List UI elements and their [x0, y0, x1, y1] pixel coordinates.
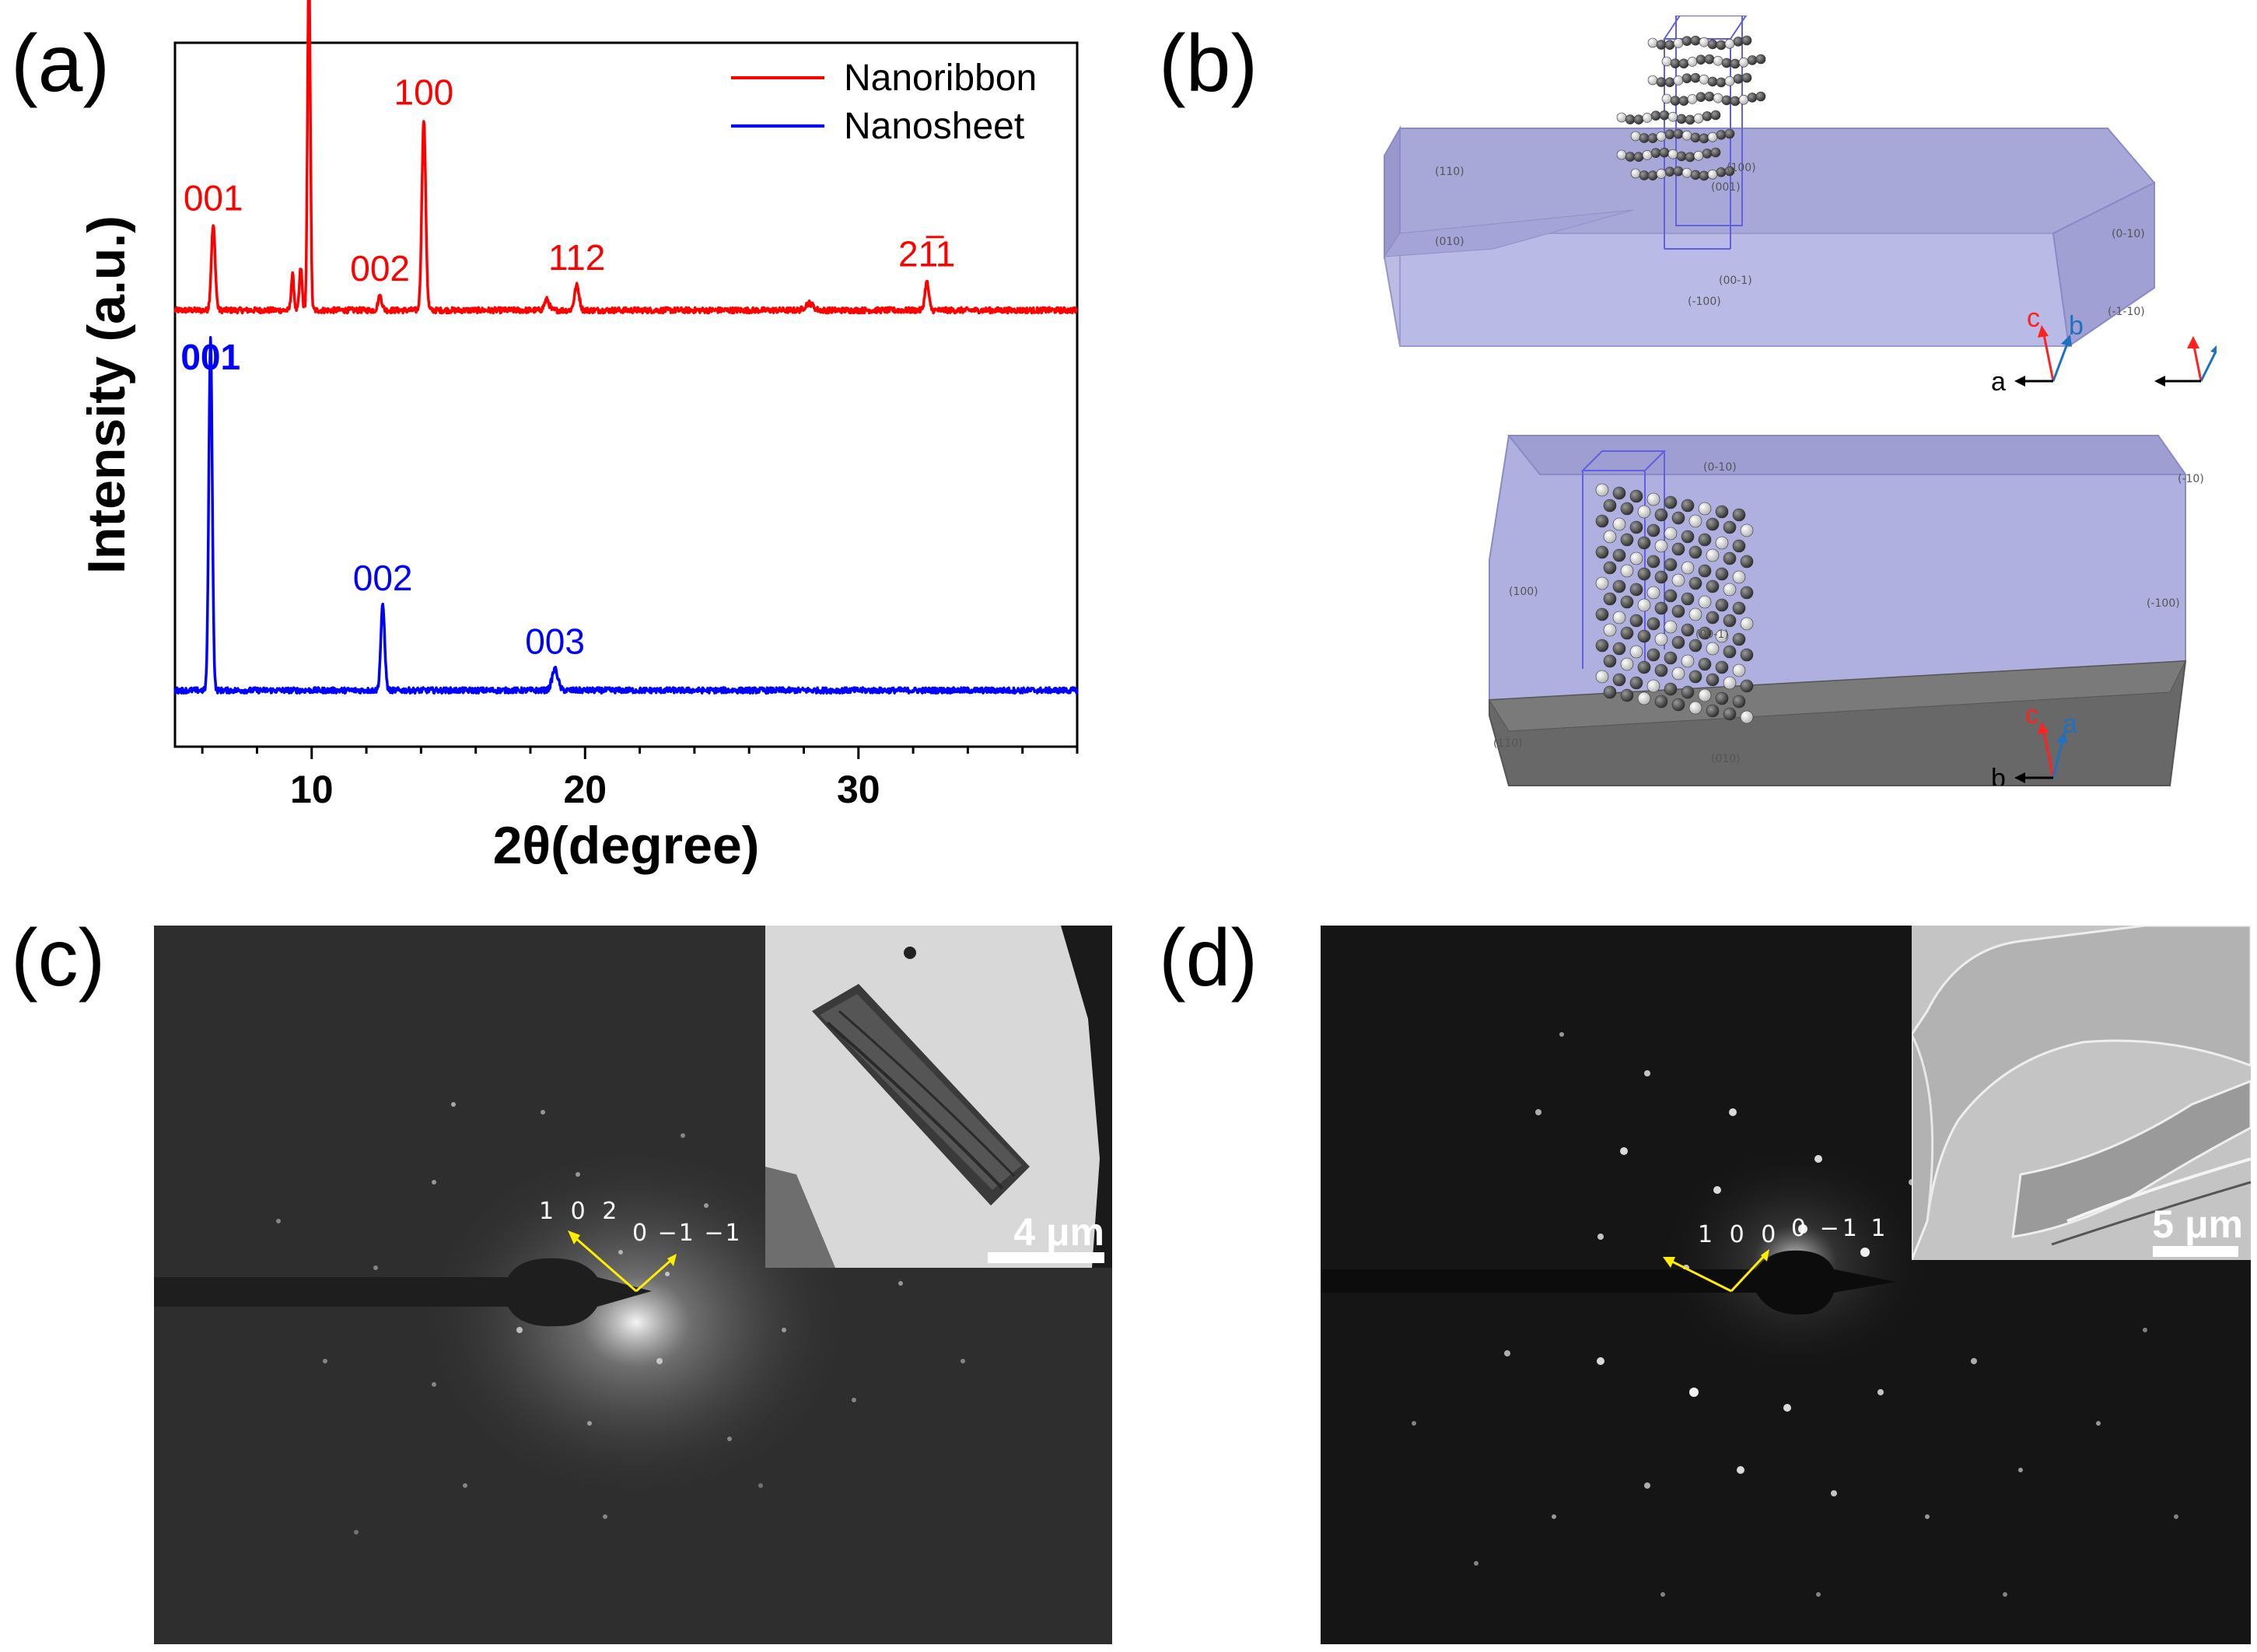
panel-label-b: (b): [1159, 19, 1258, 109]
svg-text:(110): (110): [1435, 166, 1464, 178]
axis-a-bottom: a: [2063, 709, 2077, 739]
x-tick-label: 10: [290, 768, 334, 811]
tem-inset-c: 4 μm: [765, 926, 1112, 1268]
svg-text:(-10): (-10): [2178, 473, 2204, 485]
panel-label-a: (a): [11, 19, 110, 109]
svg-text:(100): (100): [1509, 586, 1538, 598]
axis-c-top: c: [2027, 303, 2040, 333]
plot-frame: [173, 41, 1079, 748]
svg-text:(-100): (-100): [2147, 597, 2180, 610]
series-line-nanoribbon: [173, 0, 1079, 315]
panel-label-d: (d): [1159, 913, 1258, 1003]
legend-entry: Nanoribbon: [844, 58, 1037, 99]
scalebar-label-c: 4 μm: [1013, 1210, 1104, 1254]
saed-pattern-c: 1 0 2 0 −1 −1 4 μm: [154, 926, 1112, 1644]
peak-label: 001: [184, 177, 243, 218]
svg-text:(-1-10): (-1-10): [2108, 306, 2145, 318]
axis-b-bottom: b: [1991, 764, 2006, 786]
peak-label: 002: [353, 558, 413, 598]
axes-labels-b: c b a c a b: [1991, 303, 2084, 786]
sem-inset-d: 5 μm: [1912, 926, 2251, 1260]
svg-text:(0-10): (0-10): [2112, 228, 2145, 240]
vector-label-100: 1 0 0: [1698, 1221, 1781, 1248]
legend-entry: Nanosheet: [844, 106, 1024, 147]
x-tick-label: 30: [837, 768, 880, 811]
svg-text:(0-10): (0-10): [1703, 461, 1737, 474]
svg-text:(00-1): (00-1): [1719, 275, 1752, 287]
peak-label: 002: [350, 248, 410, 289]
top-crystal: (110) (010) (100) (001) (00-1) (-100) (0…: [1383, 16, 2217, 387]
axes-triad-top: [2154, 336, 2217, 387]
axis-a-top: a: [1991, 367, 2006, 397]
scalebar-c: [988, 1252, 1104, 1263]
axis-c-bottom: c: [2025, 700, 2038, 730]
vector-label-0-11: 0 −1 1: [1791, 1215, 1889, 1242]
peak-label: 001: [180, 337, 240, 377]
axis-b-top: b: [2069, 311, 2084, 341]
vector-label-102: 1 0 2: [539, 1198, 622, 1225]
y-axis-label: Intensity (a.u.): [77, 215, 136, 574]
scalebar-label-d: 5 μm: [2152, 1202, 2243, 1246]
svg-text:(110): (110): [1493, 737, 1523, 750]
scalebar-d: [2153, 1246, 2238, 1257]
svg-text:(00-1): (00-1): [1695, 628, 1729, 641]
x-axis-label: 2θ(degree): [493, 816, 760, 875]
x-tick-label: 20: [563, 768, 607, 811]
svg-text:(010): (010): [1711, 753, 1741, 765]
crystal-morphology-figure: (110) (010) (100) (001) (00-1) (-100) (0…: [1383, 16, 2217, 786]
peak-label: 112: [548, 237, 605, 278]
svg-text:(010): (010): [1435, 236, 1464, 248]
series-line-nanosheet: [173, 336, 1079, 695]
panel-label-c: (c): [11, 913, 106, 1003]
peak-label: 100: [394, 72, 454, 113]
svg-text:(001): (001): [1711, 181, 1741, 194]
svg-text:(-100): (-100): [1688, 296, 1721, 308]
vector-label-0-1-1: 0 −1 −1: [632, 1220, 742, 1247]
saed-pattern-d: 1 0 0 0 −1 1 5 μm: [1321, 926, 2251, 1644]
bottom-crystal: (0-10) (-10) (100) (-100) (00-1) (110) (…: [1489, 435, 2204, 786]
peak-label: 211: [898, 234, 955, 275]
svg-text:(100): (100): [1727, 162, 1756, 174]
xrd-chart: 10 20 30 2θ(degree) Intensity (a.u.) 001 002 10…: [77, 0, 1079, 875]
peak-label: 003: [525, 621, 585, 661]
